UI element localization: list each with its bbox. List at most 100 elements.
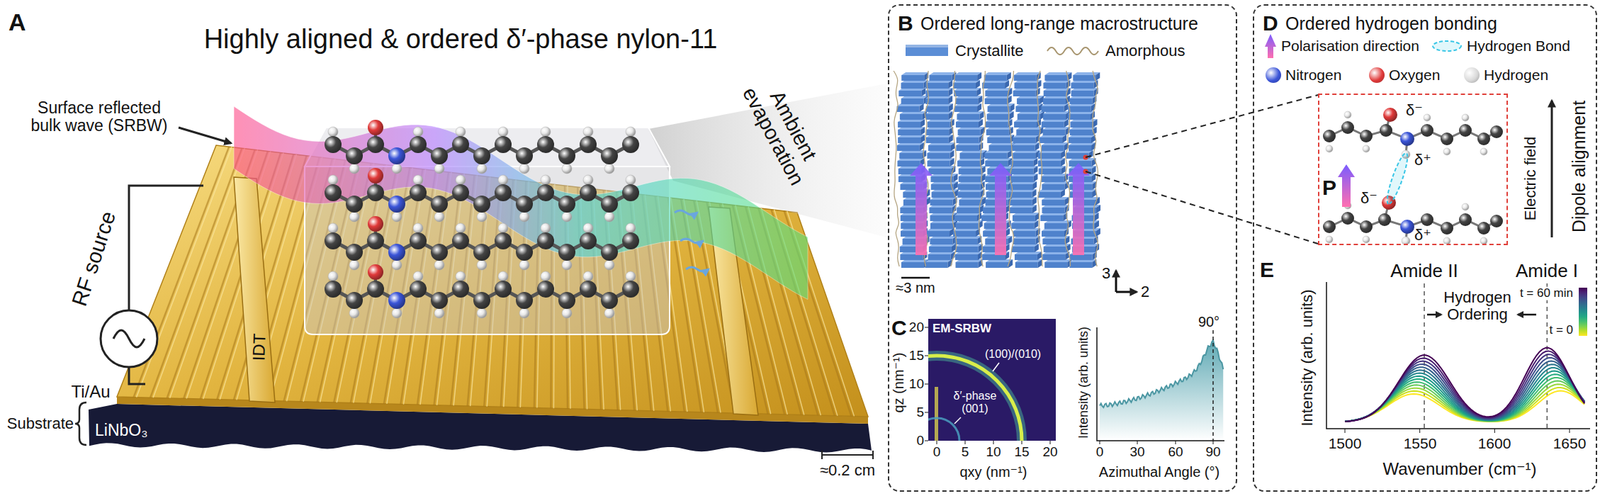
crystallite: [926, 129, 949, 136]
crystallite-side: [1031, 189, 1036, 198]
crystallite: [1041, 184, 1065, 190]
crystallite: [1017, 114, 1041, 120]
hydrogen-atom: [561, 308, 572, 319]
hydrogen-atom: [519, 211, 530, 222]
crystallite-side: [948, 134, 954, 144]
crystallite: [1069, 129, 1093, 136]
tick-label: 10: [909, 376, 925, 392]
carbon-atom: [367, 280, 385, 298]
crystallite: [1038, 192, 1061, 198]
crystallite-side: [1037, 251, 1042, 261]
carbon-atom: [452, 280, 470, 298]
crystallite: [899, 254, 923, 261]
evaporation-arrow: [674, 210, 698, 215]
carbon-atom: [345, 243, 363, 261]
nitrogen-atom: [388, 243, 406, 261]
carbon-atom: [1379, 124, 1393, 137]
crystallite-side: [948, 95, 953, 105]
crystallite: [982, 254, 1005, 261]
crystallite: [958, 184, 981, 190]
crystallite: [1043, 98, 1066, 105]
hbond-swatch: [1431, 39, 1463, 53]
surface-wave: [233, 106, 808, 300]
crystallite: [1011, 246, 1035, 253]
panel-letter: B: [897, 11, 914, 35]
tick-label: 5: [961, 444, 970, 460]
tick-label: 30: [1129, 444, 1145, 460]
legend-label: Crystallite: [955, 42, 1024, 60]
hydrogen-atom: [413, 126, 424, 137]
polarisation-sample: [1264, 34, 1277, 59]
crystallite: [1068, 137, 1092, 144]
hydrogen-atom: [476, 260, 487, 270]
hydrogen-atom: [583, 271, 594, 282]
crystallite-side: [1004, 80, 1010, 89]
crystallite: [1067, 106, 1091, 112]
crystallite: [1042, 238, 1066, 245]
spectrum-line: [1344, 360, 1585, 421]
carbon-atom: [345, 147, 363, 165]
amorphous-chain: [950, 70, 957, 267]
panel-letter: D: [1262, 11, 1279, 35]
hydrogen-atom: [1362, 235, 1370, 244]
carbon-atom: [515, 291, 533, 309]
crystallite: [925, 90, 949, 97]
tick-label: 20: [1042, 444, 1058, 460]
crystallite: [1009, 199, 1033, 206]
hydrogen-atom: [434, 211, 445, 222]
crystallite: [1041, 231, 1065, 237]
carbon-atom: [579, 232, 597, 250]
crystallite-side: [1033, 165, 1038, 175]
crystallite: [897, 160, 920, 167]
crystallite: [930, 223, 954, 229]
hydrogen-atom: [561, 211, 572, 222]
spectrum-line: [1344, 357, 1585, 422]
carbon-atom: [452, 232, 470, 250]
band-label: Amide II: [1390, 260, 1458, 282]
carbon-atom: [1458, 124, 1472, 137]
crystallite-top: [984, 72, 1012, 76]
carbon-atom: [430, 291, 448, 309]
crystallite: [1043, 90, 1067, 97]
crystallite: [954, 215, 978, 222]
carbon-atom: [1490, 125, 1503, 139]
crystallite-side: [950, 158, 955, 167]
squiggle-swatch: [1045, 42, 1100, 60]
axis-label: 3: [1101, 265, 1111, 283]
crystallite: [897, 106, 920, 112]
crystallite-side: [1091, 165, 1097, 175]
carbon-atom: [473, 195, 491, 213]
hydrogen-atom: [625, 175, 636, 185]
rf-source: [100, 310, 158, 368]
band-line: [1546, 283, 1549, 429]
tick: [1213, 440, 1214, 445]
polarisation-arrow: [1067, 162, 1090, 256]
crystallite: [954, 75, 978, 81]
hydrogen-atom: [434, 308, 445, 319]
tick-label: 1550: [1403, 435, 1438, 452]
hydrogen-atom: [583, 175, 594, 185]
hydrogen-atom: [455, 126, 466, 137]
legend-label: Amorphous: [1105, 42, 1186, 60]
oxygen-atom: [367, 216, 384, 232]
axis-line: [1096, 327, 1225, 441]
scattering-pattern: [928, 318, 1056, 441]
carbon-atom: [558, 243, 576, 261]
panel-title: Ordered hydrogen bonding: [1285, 14, 1498, 35]
crystallite: [926, 231, 950, 237]
crystallite: [1041, 199, 1065, 206]
carbon-atom: [345, 291, 363, 309]
crystallite-side: [921, 87, 926, 97]
hydrogen-atom: [1461, 114, 1469, 122]
hydrogen-atom: [349, 308, 360, 319]
carbon-atom: [324, 280, 342, 298]
hydrogen-atom: [1325, 235, 1333, 244]
carbon-atom: [367, 232, 385, 250]
hydrogen-atom: [476, 308, 487, 319]
charge-label: δ⁻: [1405, 102, 1423, 120]
crystallite: [897, 121, 921, 128]
amorphous-chain: [1092, 70, 1098, 267]
crystallite: [1013, 231, 1036, 237]
leader-line: [992, 362, 1000, 372]
